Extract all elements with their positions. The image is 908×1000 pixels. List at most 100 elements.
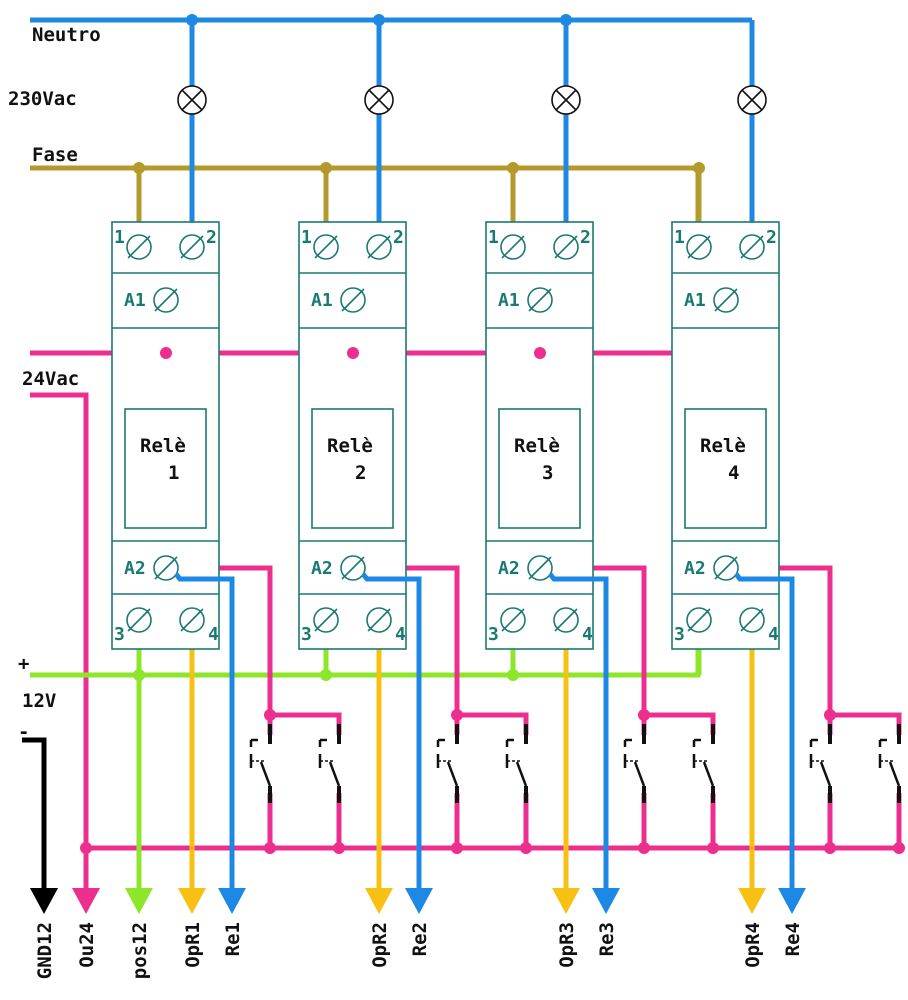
arrow-re1: [218, 888, 246, 914]
switch-blade: [888, 761, 901, 787]
switch-junction-1: [264, 709, 276, 721]
pushbutton-icon-1-2: [318, 724, 347, 803]
terminal-3-label: 3: [114, 624, 125, 645]
lamp-cross-b-3: [555, 89, 577, 111]
terminal-3-1-slash: [127, 608, 151, 632]
terminal-a1-label: A1: [124, 290, 146, 311]
re-wire-4: [734, 572, 795, 890]
phase-junction-2: [320, 162, 332, 174]
switch-blade: [702, 761, 715, 787]
output-label-re2: Re2: [409, 922, 431, 956]
phase-junction-4: [693, 162, 705, 174]
pushbutton-icon-3-2: [692, 724, 721, 803]
voltage-230-label: 230Vac: [8, 88, 77, 110]
terminal-4-1-slash: [180, 608, 204, 632]
terminal-a1-2-slash: [341, 288, 365, 312]
pushbutton-icon-2-1: [436, 724, 465, 803]
terminal-a1-1-slash: [154, 288, 178, 312]
supply-24-label: 24Vac: [22, 368, 79, 390]
terminal-3-2-slash: [314, 608, 338, 632]
common-junction-b-2: [520, 842, 532, 854]
terminal-3-label: 3: [301, 624, 312, 645]
relay-label-box-3: [498, 408, 581, 529]
switch-blade: [259, 761, 272, 787]
plus-junction-2: [320, 669, 332, 681]
arrow-gnd12: [30, 888, 58, 914]
common-junction-b-3: [707, 842, 719, 854]
relay-label-box-2: [311, 408, 394, 529]
arrow-opr1: [178, 888, 206, 914]
terminal-3-label: 3: [488, 624, 499, 645]
output-label-opr2: OpR2: [369, 922, 391, 968]
lamp-cross-b-1: [181, 89, 203, 111]
output-label-opr3: OpR3: [556, 922, 578, 968]
output-label-opr4: OpR4: [742, 922, 764, 968]
relay-title-3: Relè: [514, 435, 560, 457]
terminal-1-3-slash: [501, 235, 525, 259]
terminal-1-label: 1: [488, 227, 499, 248]
relay-number-3: 3: [542, 462, 553, 484]
output-label-re4: Re4: [782, 922, 804, 956]
terminal-a2-label: A2: [684, 558, 706, 579]
switch-junction-4: [824, 709, 836, 721]
terminal-1-2-slash: [314, 235, 338, 259]
phase-label: Fase: [32, 144, 78, 166]
switch-blade: [515, 761, 528, 787]
arrow-re4: [778, 888, 806, 914]
re-wire-3: [548, 572, 609, 890]
switch-junction-2: [451, 709, 463, 721]
overlay-wires: [30, 14, 907, 914]
switch-bridge-4: [830, 712, 902, 848]
terminal-1-label: 1: [674, 227, 685, 248]
neutral-label: Neutro: [32, 24, 101, 46]
output-label-re1: Re1: [222, 922, 244, 956]
terminal-4-label: 4: [208, 624, 219, 645]
relay-title-1: Relè: [140, 435, 186, 457]
plus-junction-1: [133, 669, 145, 681]
common-junction-start: [80, 842, 92, 854]
terminal-a1-label: A1: [498, 290, 520, 311]
arrow-ou24: [72, 888, 100, 914]
gnd12-wire: [22, 737, 47, 890]
a1-junction-1: [160, 347, 172, 359]
terminal-2-1-slash: [180, 235, 204, 259]
terminal-a2-label: A2: [498, 558, 520, 579]
lamp-cross-b-4: [741, 89, 763, 111]
terminal-3-3-slash: [501, 608, 525, 632]
output-label-pos12: pos12: [129, 922, 151, 979]
plus-junction-3: [507, 669, 519, 681]
switch-blade: [633, 761, 646, 787]
terminal-4-label: 4: [768, 624, 779, 645]
arrow-opr4: [738, 888, 766, 914]
pushbutton-icon-2-2: [505, 724, 534, 803]
arrow-re3: [592, 888, 620, 914]
terminal-a2-label: A2: [124, 558, 146, 579]
arrow-re2: [405, 888, 433, 914]
terminal-a2-4-slash: [714, 556, 738, 580]
relay-title-2: Relè: [327, 435, 373, 457]
terminal-a2-2-slash: [341, 556, 365, 580]
terminal-4-label: 4: [582, 624, 593, 645]
common-junction-a-3: [638, 842, 650, 854]
common-junction-b-4: [893, 842, 905, 854]
phase-junction-1: [133, 162, 145, 174]
switch-bridge-3: [644, 712, 716, 848]
switch-blade: [446, 761, 459, 787]
terminal-1-4-slash: [687, 235, 711, 259]
switch-bridge-2: [457, 712, 529, 848]
terminal-2-label: 2: [206, 227, 217, 248]
arrow-opr2: [365, 888, 393, 914]
lamp-cross-b-2: [368, 89, 390, 111]
terminal-1-label: 1: [114, 227, 125, 248]
neutral-junction-3: [560, 14, 572, 26]
relay-number-1: 1: [168, 462, 179, 484]
terminal-a2-3-slash: [528, 556, 552, 580]
common-junction-a-4: [824, 842, 836, 854]
terminal-4-3-slash: [554, 608, 578, 632]
terminal-4-2-slash: [367, 608, 391, 632]
terminal-a2-label: A2: [311, 558, 333, 579]
